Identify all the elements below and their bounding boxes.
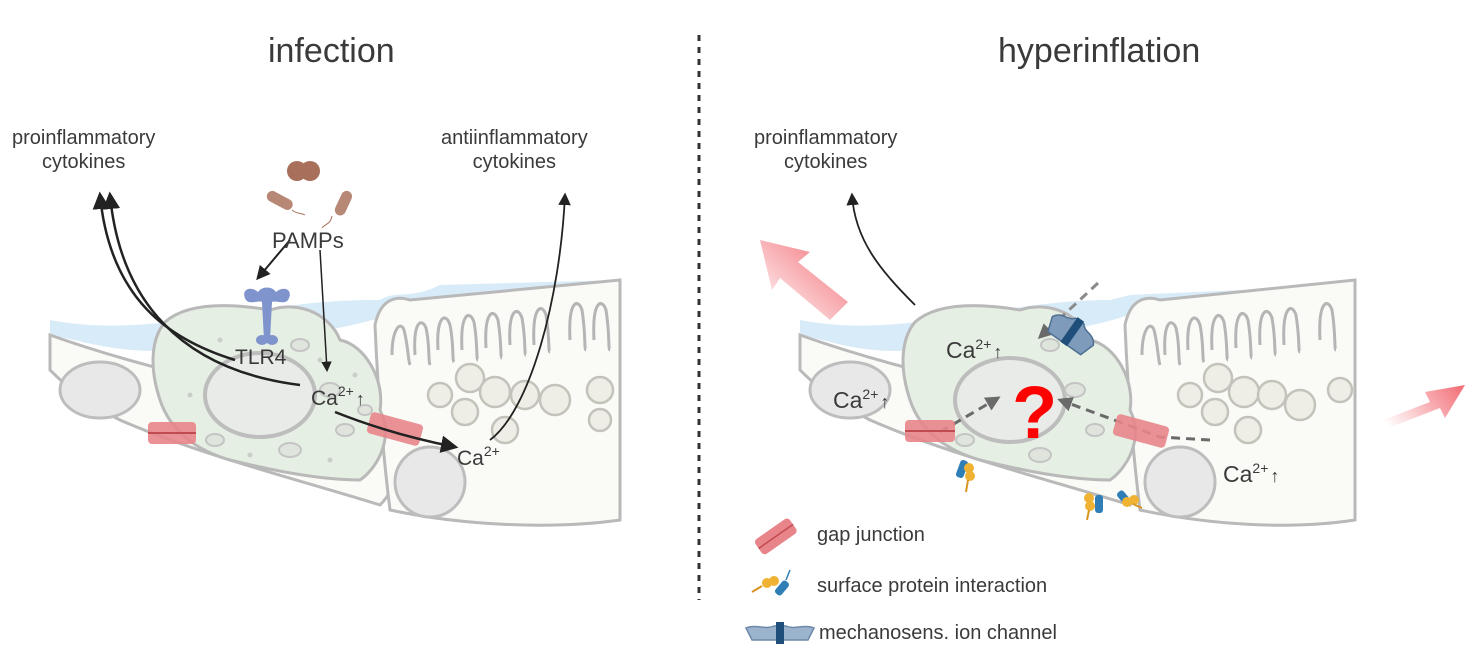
label-ca-intracellular: Ca2+↑ — [311, 383, 365, 411]
legend-mechanosensitive-channel: mechanosens. ion channel — [819, 622, 1057, 644]
up-arrow-icon: ↑ — [1270, 466, 1280, 486]
ca-charge: 2+ — [1252, 460, 1269, 476]
ca-text: Ca — [946, 337, 976, 363]
label-line: cytokines — [784, 151, 868, 173]
bacteria-icon — [266, 161, 353, 229]
legend-gap-junction: gap junction — [817, 524, 925, 546]
label-proinflammatory-cytokines-left: proinflammatory cytokines — [12, 126, 155, 174]
ca-text: Ca — [1223, 461, 1253, 487]
ca-charge: 2+ — [337, 383, 354, 399]
mechanosensitive-channel-icon — [1047, 314, 1095, 356]
label-tlr4: TLR4 — [235, 346, 287, 369]
question-mark: ? — [1012, 371, 1058, 454]
signal-arrows-left — [92, 191, 571, 453]
label-line: proinflammatory — [12, 127, 156, 149]
ca-charge: 2+ — [862, 386, 879, 402]
tlr4-receptor-icon — [244, 287, 290, 345]
label-line: proinflammatory — [754, 127, 898, 149]
gap-junction-icon — [905, 420, 955, 442]
stretch-arrow-icon — [760, 240, 848, 320]
surface-protein-icon — [956, 460, 975, 493]
label-proinflammatory-cytokines-right: proinflammatory cytokines — [754, 126, 897, 174]
up-arrow-icon: ↑ — [993, 342, 1003, 362]
legend-surface-protein-icon — [751, 569, 791, 596]
up-arrow-icon: ↑ — [880, 392, 890, 412]
panel-title-hyperinflation: hyperinflation — [998, 32, 1201, 70]
ca-charge: 2+ — [483, 443, 500, 459]
label-ca-left: Ca2+↑ — [833, 386, 889, 414]
surface-protein-icon — [1117, 490, 1143, 509]
legend-surface-protein: surface protein interaction — [817, 575, 1048, 597]
ca-text: Ca — [457, 447, 484, 470]
legend-mechanosensitive-channel-icon — [744, 622, 816, 644]
label-line: cytokines — [472, 151, 557, 173]
label-line: cytokines — [42, 151, 126, 173]
ca-text: Ca — [833, 387, 863, 413]
left-tissue — [48, 278, 622, 527]
stretch-arrow-icon — [1370, 385, 1465, 432]
label-ca-right: Ca2+↑ — [1223, 460, 1279, 488]
legend-gap-junction-icon — [755, 518, 797, 555]
up-arrow-icon: ↑ — [355, 389, 365, 409]
label-ca-extracellular: Ca2+ — [457, 443, 500, 471]
gap-junction-icon — [148, 422, 196, 444]
panel-title-infection: infection — [268, 32, 395, 70]
gap-junction-icon — [1112, 414, 1170, 448]
label-line: antiinflammatory — [441, 127, 588, 149]
label-pamps: PAMPs — [272, 228, 344, 253]
label-antiinflammatory-cytokines: antiinflammatory cytokines — [441, 126, 588, 174]
ca-charge: 2+ — [975, 336, 992, 352]
label-ca-top: Ca2+↑ — [946, 336, 1002, 364]
surface-protein-icon — [1084, 493, 1103, 521]
ca-text: Ca — [311, 387, 338, 410]
